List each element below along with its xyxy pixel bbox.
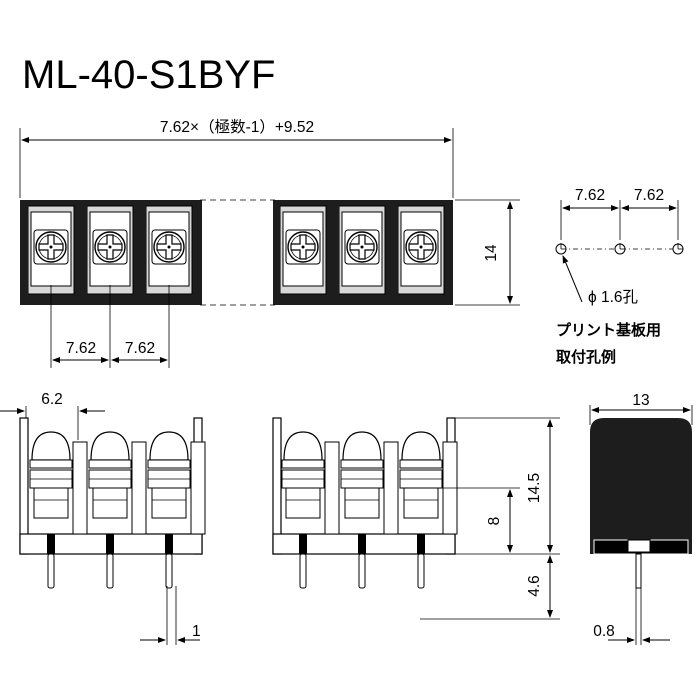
- side-body: [590, 418, 692, 554]
- hole-pitch-left-label: 7.62: [575, 187, 605, 204]
- pcb-hole-layout: 7.62 7.62 ϕ 1.6孔 プリント基板用 取付孔例: [555, 187, 684, 366]
- side-width-label: 13: [632, 392, 649, 409]
- front-body-right: [272, 417, 458, 589]
- pin-length-label: 4.6: [526, 575, 543, 597]
- screw-terminal-icon: [403, 229, 439, 265]
- pcb-note-line1: プリント基板用: [556, 321, 661, 339]
- pin-width-label: 1: [192, 623, 201, 640]
- terminal-pin: [417, 553, 425, 589]
- screw-terminal-icon: [340, 431, 384, 519]
- side-pin-width-label: 0.8: [593, 623, 615, 640]
- side-view: 13 0.8: [589, 392, 693, 645]
- height-top-label: 14: [483, 244, 500, 262]
- overall-length-label: 7.62×（極数-1）+9.52: [160, 118, 314, 136]
- terminal-pin: [358, 553, 366, 589]
- screw-terminal-icon: [151, 229, 187, 265]
- screw-terminal-icon: [92, 229, 128, 265]
- terminal-pin: [47, 553, 55, 589]
- front-body-left: [19, 417, 206, 589]
- hole-diameter-label: ϕ 1.6孔: [588, 288, 639, 306]
- mid-height-label: 8: [486, 517, 503, 526]
- hole-center-mark-icon: [555, 243, 567, 255]
- screw-terminal-icon: [29, 431, 73, 519]
- screw-terminal-icon: [285, 229, 321, 265]
- hole-center-mark-icon: [614, 243, 626, 255]
- screw-terminal-icon: [147, 431, 191, 519]
- screw-terminal-icon: [399, 431, 443, 519]
- hole-center-mark-icon: [672, 243, 684, 255]
- hole-pitch-right-label: 7.62: [634, 187, 664, 204]
- front-width-label: 6.2: [41, 391, 63, 408]
- pitch-left-label: 7.62: [66, 340, 96, 357]
- top-view: 7.62×（極数-1）+9.52 14 7.62 7.62: [19, 118, 520, 368]
- top-body-right: [273, 200, 453, 305]
- screw-terminal-icon: [344, 229, 380, 265]
- total-height-label: 14.5: [526, 473, 543, 503]
- pcb-note-line2: 取付孔例: [556, 348, 616, 366]
- screw-terminal-icon: [88, 431, 132, 519]
- top-body-left: [20, 200, 202, 305]
- front-view: 6.2 14.5 8 4.6 1: [0, 391, 560, 645]
- arrow-icon: [562, 255, 583, 303]
- pitch-right-label: 7.62: [125, 340, 155, 357]
- screw-terminal-icon: [281, 431, 325, 519]
- screw-terminal-icon: [33, 229, 69, 265]
- terminal-pin: [165, 553, 173, 589]
- page-title: ML-40-S1BYF: [22, 53, 275, 97]
- terminal-pin: [299, 553, 307, 589]
- terminal-pin: [106, 553, 114, 589]
- side-pin: [635, 553, 642, 589]
